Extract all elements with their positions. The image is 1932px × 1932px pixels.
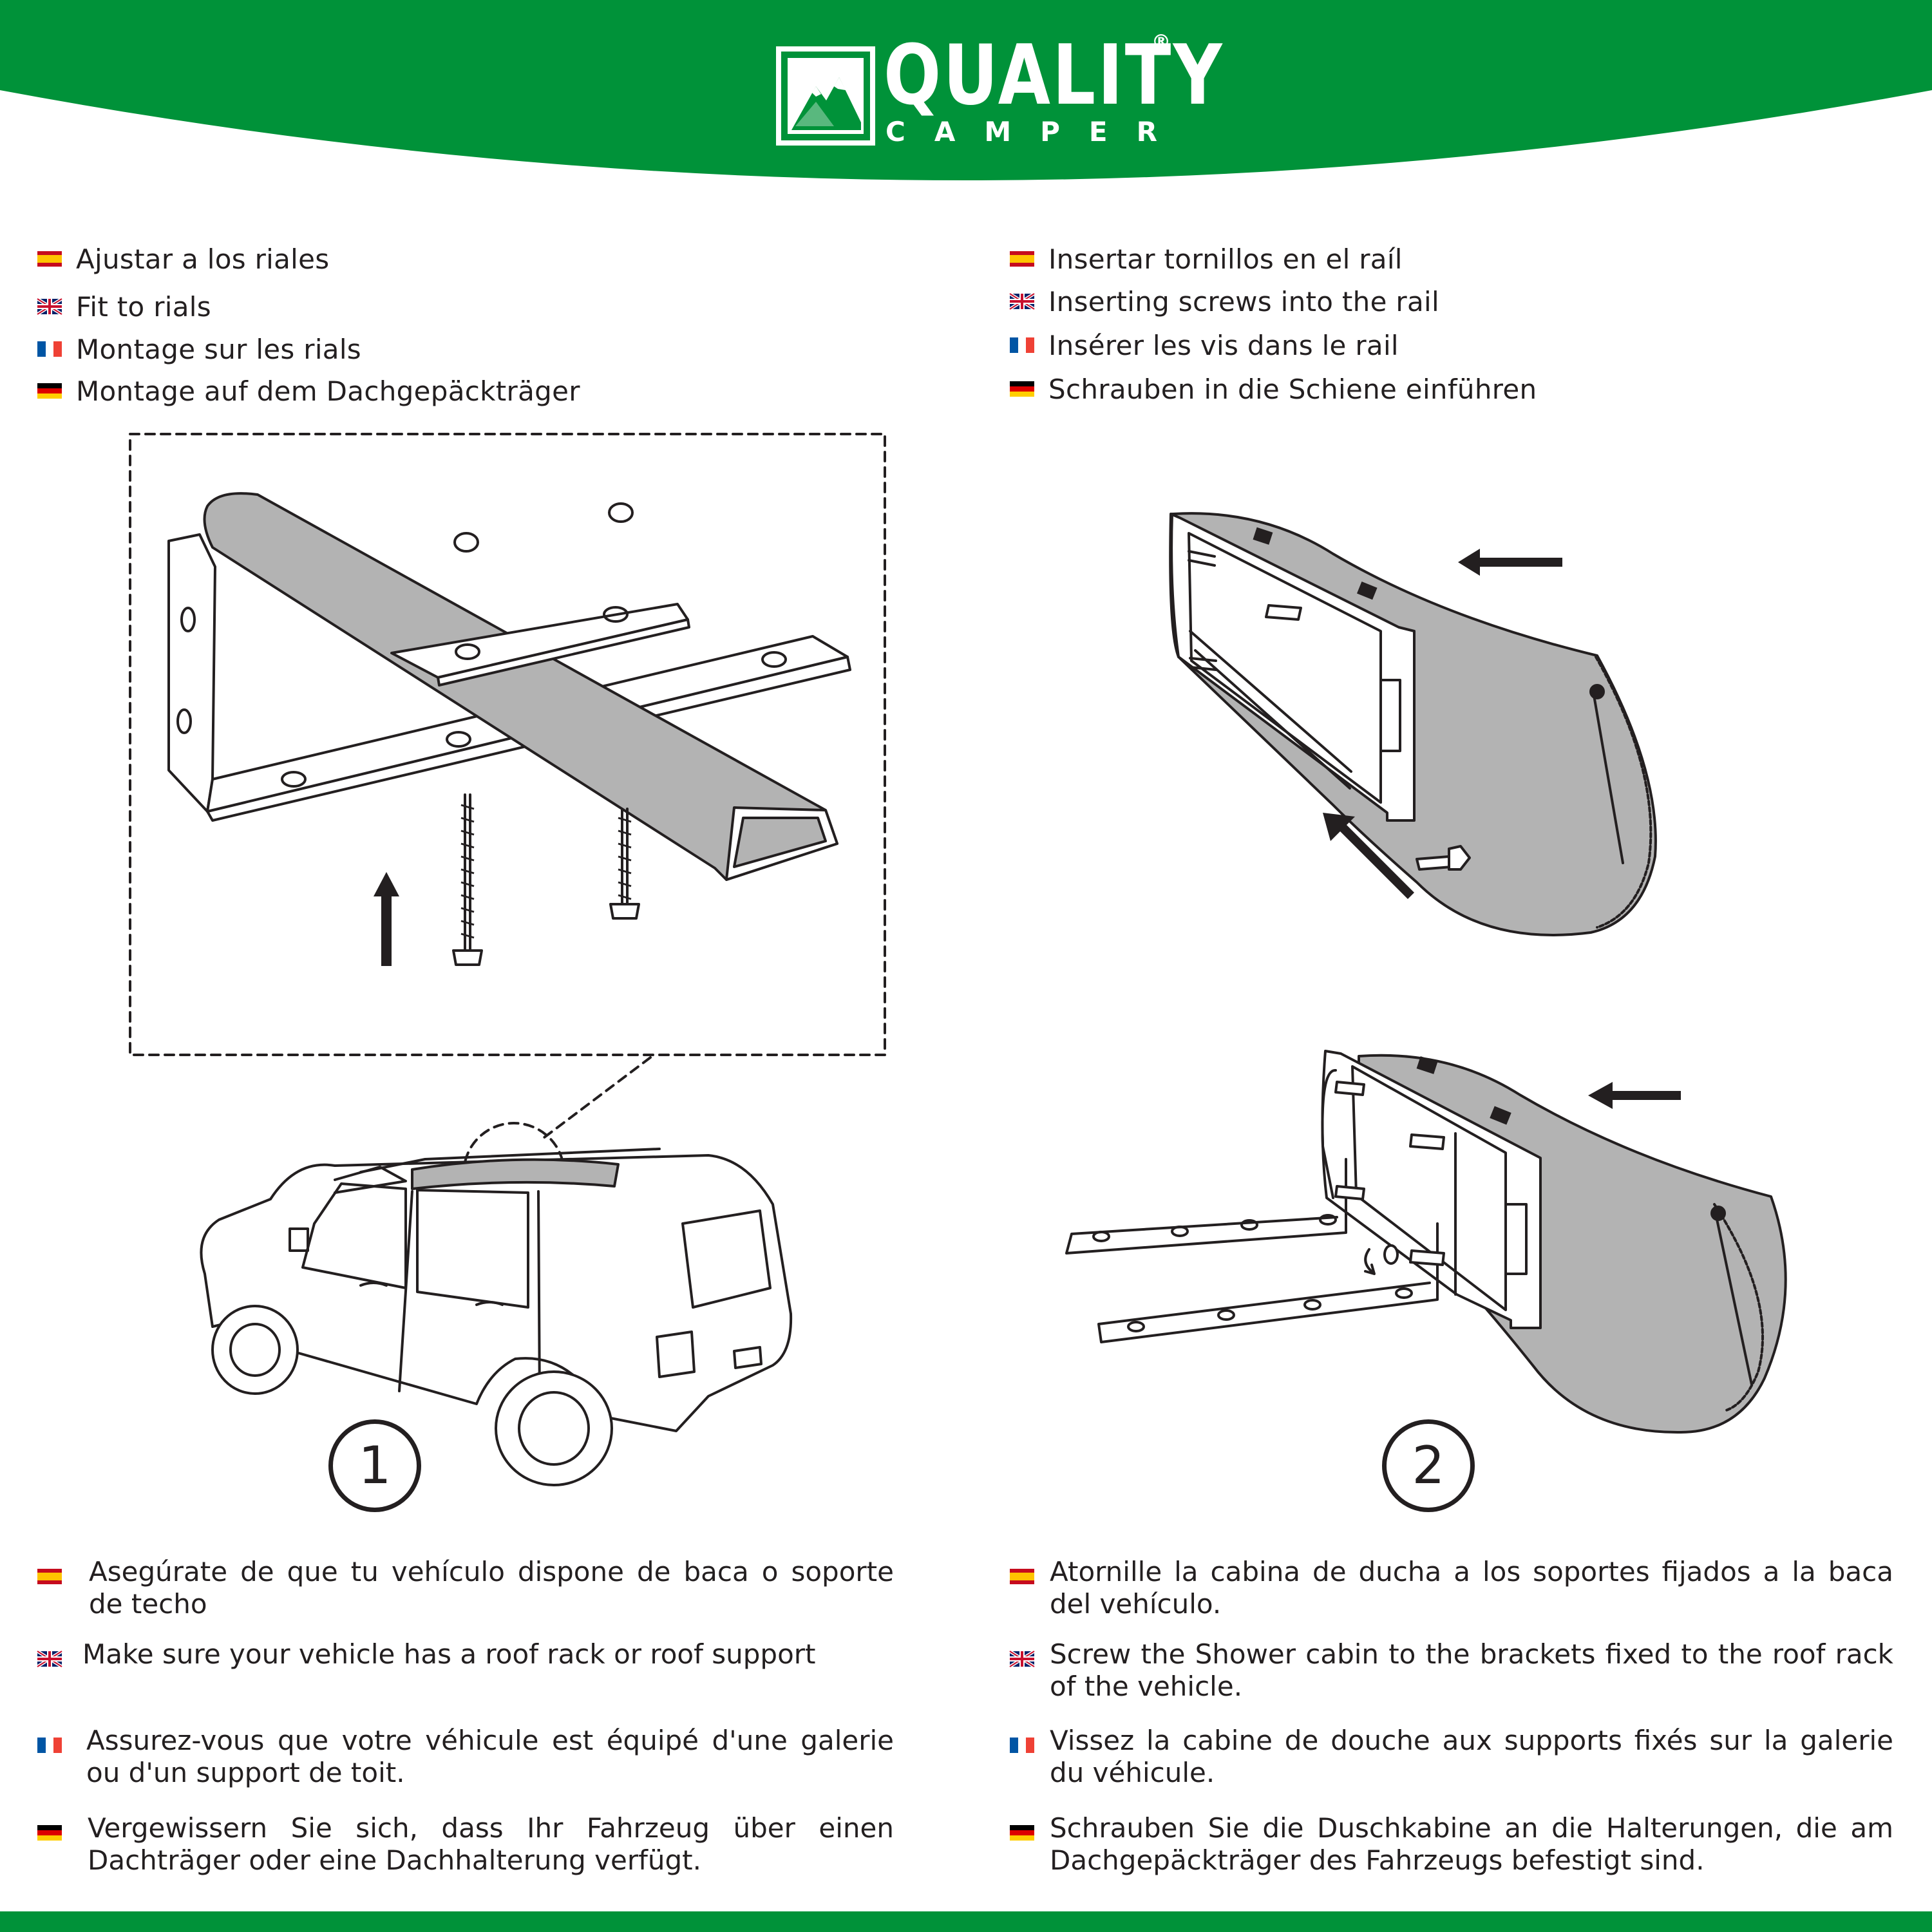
fr-flag-icon	[1010, 1738, 1034, 1753]
fr-flag-icon	[37, 1738, 62, 1753]
fr-flag-icon	[1010, 337, 1034, 353]
step2-para-de: Schrauben Sie die Duschkabine an die Hal…	[1010, 1812, 1893, 1877]
step1-heading-en: Fit to rials	[36, 289, 211, 325]
paragraph-text: Vergewissern Sie sich, dass Ihr Fahrzeug…	[88, 1812, 894, 1876]
es-flag-icon	[1010, 251, 1034, 267]
paragraph-text: Atornille la cabina de ducha a los sopor…	[1050, 1556, 1893, 1620]
es-flag-icon	[37, 251, 62, 267]
step-1-badge: 1	[328, 1419, 421, 1512]
brand-subtitle: CAMPER	[886, 116, 1186, 147]
heading-text: Insertar tornillos en el raíl	[1048, 243, 1403, 275]
heading-text: Fit to rials	[76, 290, 211, 323]
uk-flag-icon	[36, 297, 63, 316]
step2-heading-de: Schrauben in die Schiene einführen	[1010, 371, 1537, 407]
uk-flag-icon	[36, 1649, 63, 1669]
header-banner: QUALITY ® CAMPER	[0, 0, 1932, 206]
paragraph-text: Screw the Shower cabin to the brackets f…	[1050, 1638, 1893, 1702]
step1-para-es: Asegúrate de que tu vehículo dispone de …	[37, 1556, 894, 1620]
step1-heading-es: Ajustar a los riales	[37, 241, 329, 277]
step1-heading-fr: Montage sur les rials	[37, 331, 361, 367]
step2-heading-es: Insertar tornillos en el raíl	[1010, 241, 1403, 277]
de-flag-icon	[1010, 1825, 1034, 1841]
paragraph-text: Make sure your vehicle has a roof rack o…	[82, 1638, 816, 1670]
footer-bar	[0, 1911, 1932, 1932]
step2-para-fr: Vissez la cabine de douche aux supports …	[1010, 1725, 1893, 1789]
step2-heading-fr: Insérer les vis dans le rail	[1010, 327, 1399, 363]
uk-flag-icon	[1009, 292, 1036, 311]
de-flag-icon	[37, 1825, 62, 1841]
heading-text: Montage auf dem Dachgepäckträger	[76, 375, 580, 407]
green-banner-shape	[0, 0, 1932, 180]
paragraph-text: Schrauben Sie die Duschkabine an die Hal…	[1050, 1812, 1893, 1876]
fr-flag-icon	[37, 341, 62, 357]
heading-text: Schrauben in die Schiene einführen	[1048, 373, 1537, 405]
brand-title: QUALITY	[884, 28, 1224, 124]
registered-mark: ®	[1151, 31, 1171, 53]
uk-flag-icon	[1009, 1649, 1036, 1669]
paragraph-text: Assurez-vous que votre véhicule est équi…	[86, 1725, 894, 1788]
step1-heading-de: Montage auf dem Dachgepäckträger	[37, 373, 580, 409]
detail-callout-box	[129, 433, 886, 1056]
step-2-badge: 2	[1382, 1419, 1475, 1512]
de-flag-icon	[37, 383, 62, 399]
step1-para-fr: Assurez-vous que votre véhicule est équi…	[37, 1725, 894, 1789]
es-flag-icon	[1010, 1569, 1034, 1584]
paragraph-text: Asegúrate de que tu vehículo dispone de …	[89, 1556, 894, 1620]
heading-text: Ajustar a los riales	[76, 243, 330, 275]
es-flag-icon	[37, 1569, 62, 1584]
paragraph-text: Vissez la cabine de douche aux supports …	[1050, 1725, 1893, 1788]
step2-para-es: Atornille la cabina de ducha a los sopor…	[1010, 1556, 1893, 1620]
step1-para-de: Vergewissern Sie sich, dass Ihr Fahrzeug…	[37, 1812, 894, 1877]
heading-text: Insérer les vis dans le rail	[1048, 329, 1399, 361]
step2-para-en: Screw the Shower cabin to the brackets f…	[1009, 1638, 1893, 1703]
heading-text: Montage sur les rials	[76, 333, 361, 365]
de-flag-icon	[1010, 381, 1034, 397]
mountain-logo-icon	[776, 46, 875, 146]
step1-para-en: Make sure your vehicle has a roof rack o…	[36, 1638, 894, 1671]
step2-heading-en: Inserting screws into the rail	[1009, 283, 1439, 319]
heading-text: Inserting screws into the rail	[1048, 285, 1439, 317]
